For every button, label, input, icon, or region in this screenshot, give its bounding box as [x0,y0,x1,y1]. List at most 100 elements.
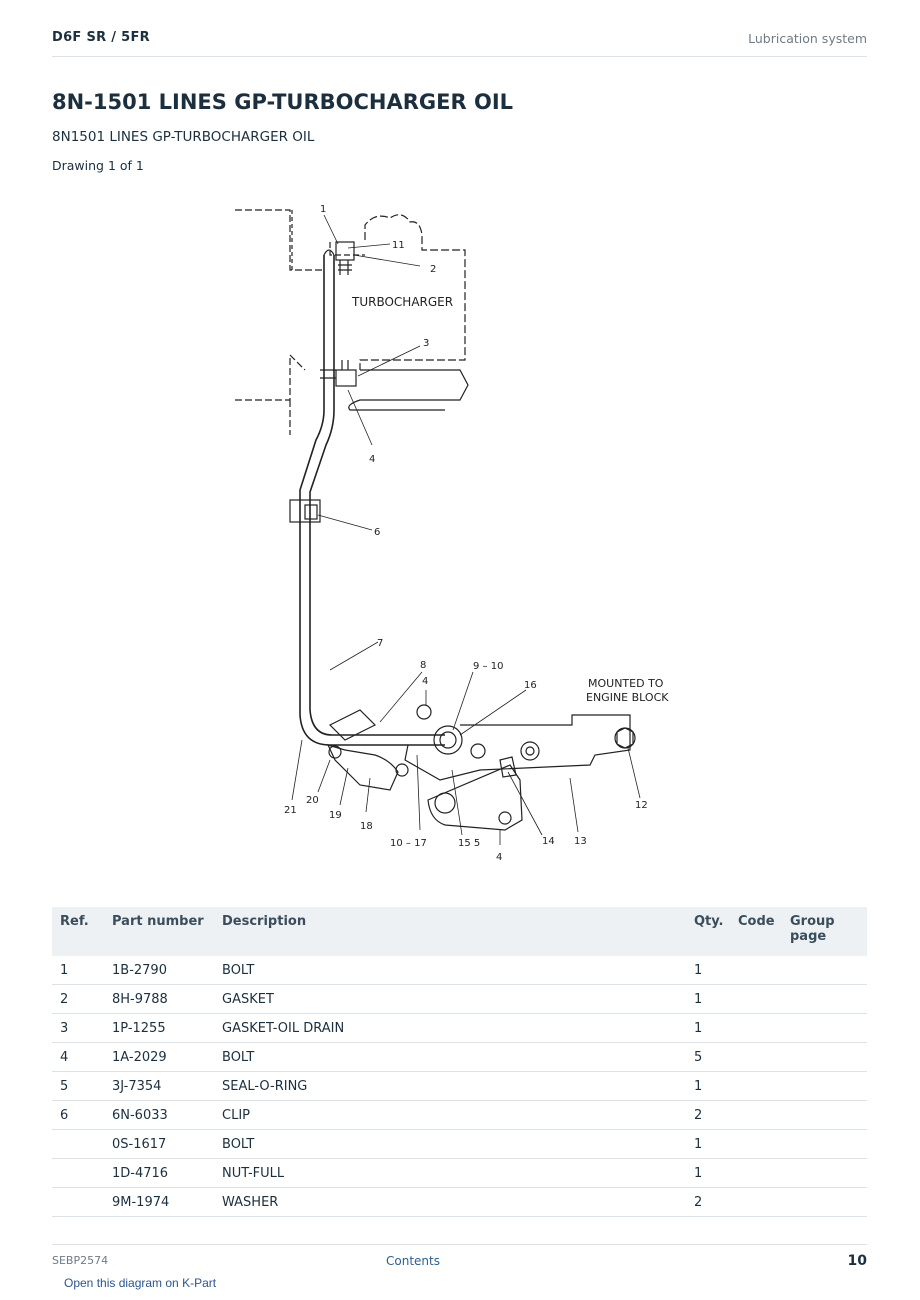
header-part-number: Part number [104,907,214,956]
cell-part-number: 1D-4716 [104,1158,214,1188]
parts-table: Ref. Part number Description Qty. Code G… [52,907,867,1217]
cell-group-page [782,1071,867,1101]
engine-block-outline [235,353,306,435]
cell-description: WASHER [214,1187,686,1217]
table-row: 4 1A-2029 BOLT 5 [52,1042,867,1072]
page-subtitle: 8N1501 LINES GP-TURBOCHARGER OIL [52,129,315,145]
cell-qty: 1 [686,984,730,1014]
callout-18: 18 [360,821,373,832]
callout-6: 6 [374,527,380,538]
cell-code [730,1129,782,1159]
cell-part-number: 8H-9788 [104,984,214,1014]
table-row: 2 8H-9788 GASKET 1 [52,984,867,1014]
callout-3: 3 [423,338,429,349]
page-title: 8N-1501 LINES GP-TURBOCHARGER OIL [52,90,514,114]
cell-part-number: 9M-1974 [104,1187,214,1217]
document-id: SEBP2574 [52,1254,109,1267]
turbocharger-label: TURBOCHARGER [351,295,453,309]
cell-group-page [782,1042,867,1072]
cell-code [730,1013,782,1043]
cell-description: CLIP [214,1100,686,1130]
cell-ref [52,1187,104,1217]
oil-line-tube [299,255,445,746]
cell-description: BOLT [214,1129,686,1159]
header-ref: Ref. [52,907,104,956]
cell-qty: 1 [686,1013,730,1043]
page-footer: SEBP2574 Contents 10 [52,1244,867,1275]
cell-part-number: 1B-2790 [104,956,214,985]
cell-qty: 1 [686,1129,730,1159]
turbocharger-body [359,214,466,370]
header-qty: Qty. [686,907,730,956]
table-row: 6 6N-6033 CLIP 2 [52,1100,867,1130]
table-row: 3 1P-1255 GASKET-OIL DRAIN 1 [52,1013,867,1043]
cell-description: BOLT [214,956,686,985]
callout-1: 1 [320,204,326,215]
mount-bracket [404,714,631,781]
cell-code [730,984,782,1014]
cell-ref: 6 [52,1100,104,1130]
kpart-diagram-link[interactable]: Open this diagram on K-Part [64,1276,217,1290]
cell-description: BOLT [214,1042,686,1072]
table-row: 1D-4716 NUT-FULL 1 [52,1158,867,1188]
cell-qty: 2 [686,1187,730,1217]
contents-link[interactable]: Contents [386,1254,440,1268]
table-row: 0S-1617 BOLT 1 [52,1129,867,1159]
cell-group-page [782,1013,867,1043]
cell-ref: 2 [52,984,104,1014]
cell-group-page [782,1129,867,1159]
callout-11: 11 [392,240,405,251]
turbocharger-outline [235,209,325,271]
cell-code [730,1071,782,1101]
cell-part-number: 1P-1255 [104,1013,214,1043]
page-number: 10 [847,1253,867,1269]
cell-qty: 1 [686,1158,730,1188]
cell-group-page [782,1100,867,1130]
table-row: 1 1B-2790 BOLT 1 [52,956,867,985]
cell-code [730,956,782,985]
cell-group-page [782,984,867,1014]
cell-qty: 1 [686,956,730,985]
cell-qty: 2 [686,1100,730,1130]
section-label: Lubrication system [748,31,867,46]
mounted-label-1: MOUNTED TO [588,677,664,690]
callout-13: 13 [574,836,587,847]
header-group-page: Group page [782,907,867,956]
callout-14: 14 [542,836,555,847]
header-code: Code [730,907,782,956]
callout-19: 19 [329,810,342,821]
model-label: D6F SR / 5FR [52,30,150,45]
cell-part-number: 0S-1617 [104,1129,214,1159]
cell-group-page [782,1187,867,1217]
cell-ref: 3 [52,1013,104,1043]
callout-4-bottom: 4 [496,852,502,863]
header-description: Description [214,907,686,956]
cell-ref: 4 [52,1042,104,1072]
callout-20: 20 [306,795,319,806]
cell-part-number: 1A-2029 [104,1042,214,1072]
callout-9-10: 9 – 10 [473,661,503,672]
cell-ref [52,1129,104,1159]
cell-ref: 5 [52,1071,104,1101]
callout-7: 7 [377,638,383,649]
table-row: 9M-1974 WASHER 2 [52,1187,867,1217]
cell-description: NUT-FULL [214,1158,686,1188]
cell-part-number: 3J-7354 [104,1071,214,1101]
page-header: D6F SR / 5FR Lubrication system [52,28,867,57]
parts-diagram: 1 11 2 TURBOCHARGER 3 4 6 7 8 9 – 10 4 1… [230,200,680,870]
cell-group-page [782,1158,867,1188]
callout-4-top: 4 [369,454,375,465]
drawing-count: Drawing 1 of 1 [52,158,144,173]
cell-code [730,1158,782,1188]
table-row: 5 3J-7354 SEAL-O-RING 1 [52,1071,867,1101]
callout-15-5: 15 5 [458,838,480,849]
callout-4-mid: 4 [422,676,428,687]
cell-part-number: 6N-6033 [104,1100,214,1130]
callout-12: 12 [635,800,648,811]
callout-8: 8 [420,660,426,671]
mounted-label-2: ENGINE BLOCK [586,691,669,704]
callout-2: 2 [430,264,436,275]
cell-code [730,1100,782,1130]
cell-ref [52,1158,104,1188]
table-header-row: Ref. Part number Description Qty. Code G… [52,907,867,956]
